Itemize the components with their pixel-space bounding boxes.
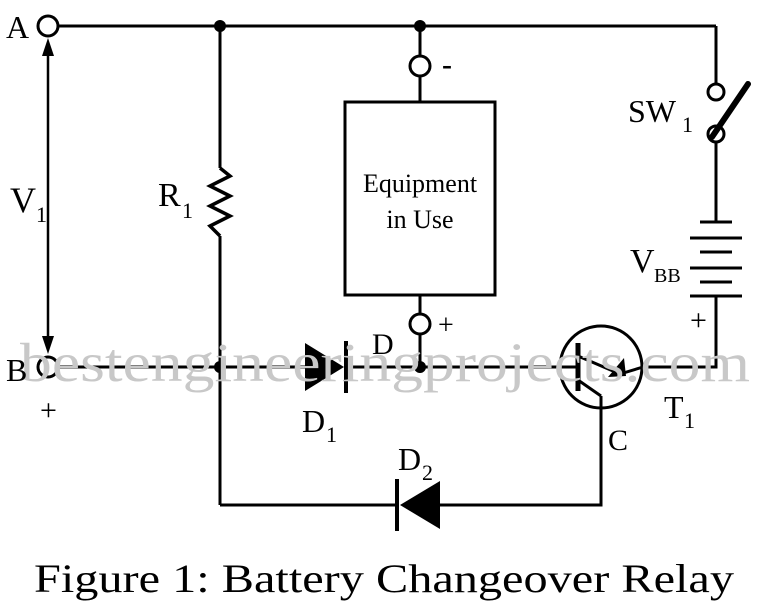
junction-d	[414, 361, 426, 373]
label-t1-sub: 1	[684, 408, 695, 433]
label-a: A	[6, 9, 29, 45]
wire-battery-to-emitter	[643, 296, 718, 369]
junction-top-equip	[414, 20, 426, 32]
label-d1-sub: 1	[326, 422, 337, 447]
label-vbb: V	[630, 243, 655, 280]
label-b: B	[6, 352, 27, 388]
label-b-plus: +	[40, 394, 57, 427]
label-node-c: C	[608, 424, 628, 457]
equipment-box	[343, 100, 497, 297]
diode-d2	[395, 479, 440, 531]
equipment-label-line1: Equipment	[363, 169, 478, 198]
switch-sw1-lever	[709, 81, 751, 140]
label-r1: R	[158, 177, 181, 214]
junction-bottom-r1	[214, 361, 226, 373]
battery-vbb	[690, 220, 742, 298]
label-v1-sub: 1	[36, 202, 47, 227]
label-node-d: D	[372, 328, 394, 361]
wire-d2-right	[440, 407, 603, 507]
switch-terminal-top	[706, 82, 726, 102]
label-sw1-sub: 1	[682, 112, 693, 137]
resistor-r1	[206, 166, 234, 238]
v1-arrow	[42, 38, 54, 354]
terminal-a	[36, 14, 60, 38]
transistor-t1	[558, 324, 644, 410]
label-r1-sub: 1	[182, 198, 193, 223]
label-t1: T	[664, 389, 684, 425]
figure-caption: Figure 1: Battery Changeover Relay	[34, 556, 734, 601]
terminal-equip-minus	[408, 54, 432, 78]
label-d2-sub: 2	[422, 460, 433, 485]
terminal-b	[36, 355, 60, 379]
label-sw1: SW	[628, 93, 677, 129]
terminal-equip-plus	[408, 312, 432, 336]
label-equip-minus: -	[442, 48, 452, 81]
junction-top-r1	[214, 20, 226, 32]
diode-d1	[305, 341, 348, 393]
label-d2: D	[398, 441, 421, 477]
label-vbb-plus: +	[690, 304, 707, 337]
equipment-label-line2: in Use	[386, 205, 453, 234]
label-d1: D	[302, 403, 325, 439]
label-vbb-sub: BB	[654, 265, 681, 287]
watermark-text: bestengineeringprojects.com	[20, 332, 750, 393]
label-equip-plus: +	[438, 310, 454, 341]
label-v1: V	[10, 180, 36, 220]
